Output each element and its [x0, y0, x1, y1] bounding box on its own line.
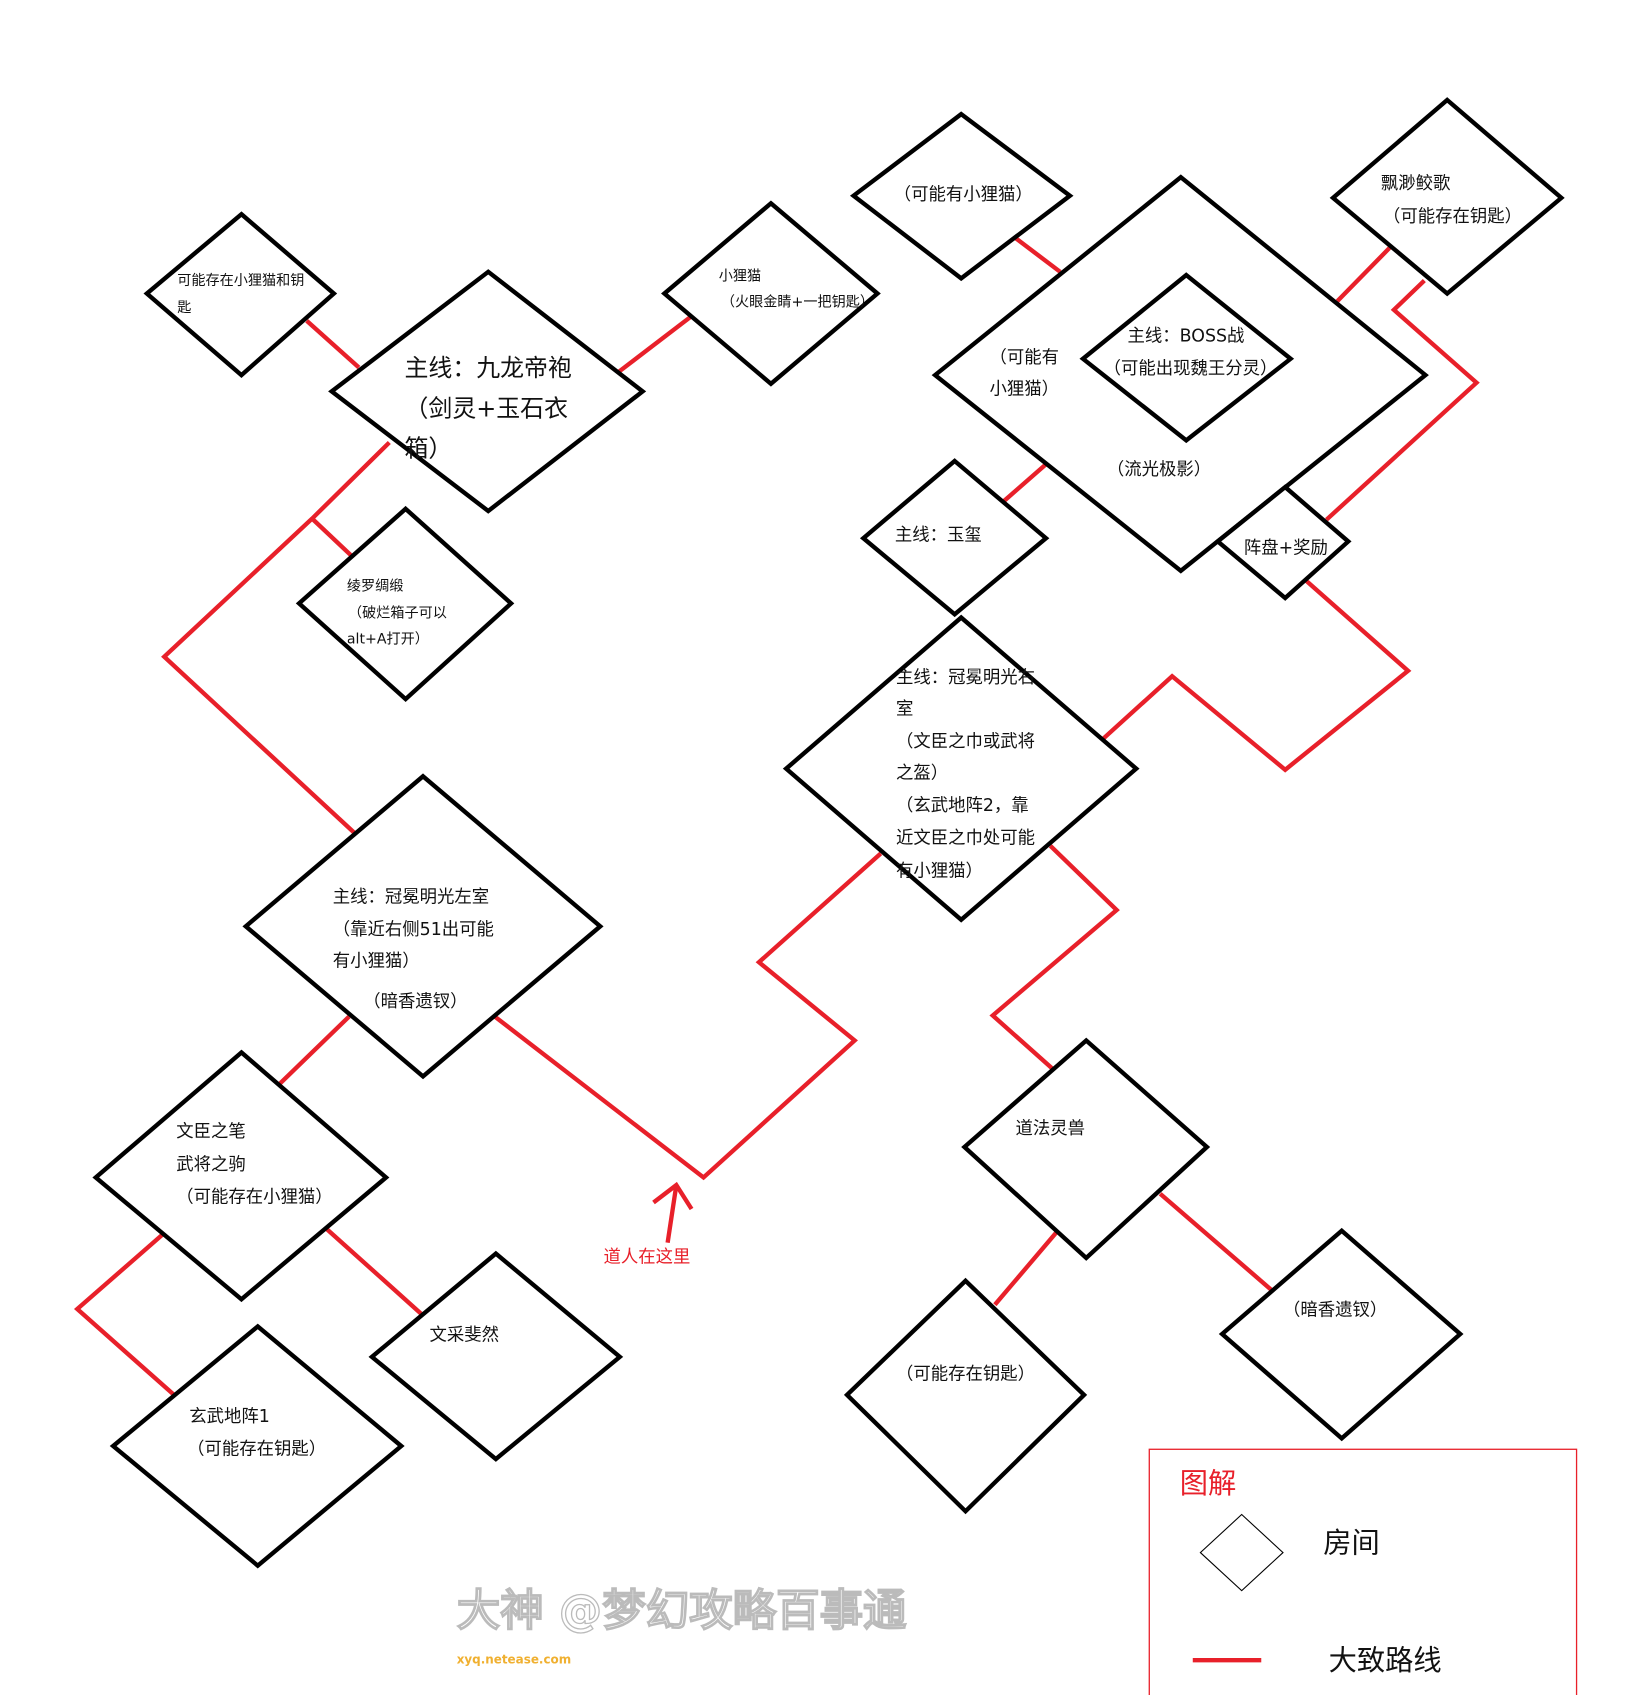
- room-label: （剑灵+玉石衣: [405, 394, 569, 422]
- room-label: （可能存在钥匙）: [896, 1365, 1035, 1385]
- room-diamond: [1214, 484, 1352, 601]
- room-diamond: [109, 1323, 405, 1569]
- room-label: （暗香遗钗）: [1283, 1301, 1387, 1321]
- room-diamond: [843, 1277, 1088, 1515]
- arrow-up-icon: [665, 1184, 679, 1244]
- legend: 图解 房间 大致路线: [1148, 1448, 1578, 1695]
- room-label: （可能有小狸猫）: [894, 185, 1033, 205]
- route-segment: [1158, 1192, 1274, 1293]
- room-label: 有小狸猫）: [333, 952, 420, 972]
- room-label: 文臣之笔: [176, 1122, 246, 1142]
- room-label: （可能存在钥匙）: [187, 1440, 326, 1460]
- room-label: （可能存在钥匙）: [1383, 207, 1522, 227]
- route-lines: [73, 236, 1480, 1397]
- room-diamond: [242, 773, 604, 1080]
- room-label: 玄武地阵1: [189, 1407, 270, 1427]
- room-diamond: [782, 614, 1140, 923]
- legend-box: [1148, 1448, 1578, 1695]
- room-label: 之盔）: [896, 763, 948, 783]
- room-label: （文臣之巾或武将: [896, 732, 1035, 752]
- room-diamond: [1218, 1227, 1464, 1442]
- route-segment: [305, 319, 361, 370]
- legend-title: 图解: [1180, 1467, 1237, 1500]
- watermark-text: 大神 @梦幻攻略百事通: [457, 1586, 907, 1636]
- route-segment: [1335, 246, 1392, 303]
- room-diamond: [859, 458, 1050, 618]
- player-location-marker: 道人在这里: [603, 1181, 694, 1267]
- room-label: alt+A打开）: [347, 631, 429, 648]
- room-label: （火眼金睛+一把钥匙）: [721, 295, 874, 311]
- watermark-site: xyq.netease.com: [457, 1652, 571, 1666]
- player-location-label: 道人在这里: [603, 1247, 690, 1267]
- room-label: 匙: [177, 300, 191, 316]
- room-label: 可能存在小狸猫和钥: [177, 273, 304, 289]
- route-segment: [276, 1015, 351, 1087]
- legend-room-label: 房间: [1323, 1527, 1380, 1560]
- room-label: 小狸猫）: [989, 380, 1059, 400]
- room-label: 主线：九龙帝袍: [405, 354, 572, 382]
- route-segment: [310, 517, 353, 558]
- route-segment: [1325, 278, 1480, 522]
- room-label: 近文臣之巾处可能: [896, 829, 1035, 849]
- room-diamond: [295, 505, 515, 703]
- room-label: 主线：BOSS战: [1128, 326, 1245, 346]
- room-label: （暗香遗钗）: [363, 992, 467, 1012]
- route-segment: [73, 1232, 176, 1397]
- room-label: 有小狸猫）: [896, 861, 983, 881]
- route-segment: [1001, 462, 1048, 504]
- room-diamond: [849, 111, 1074, 282]
- room-label: 小狸猫: [719, 269, 761, 285]
- room-label: 主线：冠冕明光左室: [333, 887, 489, 907]
- room-label: （流光极影）: [1107, 460, 1211, 480]
- route-segment: [161, 440, 391, 837]
- room-label: 道法灵兽: [1016, 1119, 1085, 1139]
- route-segment: [1014, 236, 1062, 274]
- room-label: （破烂箱子可以: [348, 606, 447, 622]
- legend-route-label: 大致路线: [1329, 1644, 1442, 1677]
- route-segment: [617, 313, 694, 374]
- room-label: 主线：冠冕明光右: [896, 668, 1035, 688]
- watermark: 大神 @梦幻攻略百事通 xyq.netease.com: [456, 1586, 908, 1667]
- room-diamond: [368, 1250, 624, 1462]
- room-label: （可能有: [989, 348, 1059, 368]
- room-labels: 可能存在小狸猫和钥 匙 主线：九龙帝袍 （剑灵+玉石衣 箱） 小狸猫 （火眼金睛…: [176, 174, 1522, 1460]
- room-label: 文采斐然: [430, 1326, 499, 1346]
- route-segment: [324, 1226, 424, 1317]
- room-label: 箱）: [405, 435, 453, 463]
- room-label: （玄武地阵2，靠: [896, 796, 1029, 816]
- room-diamond: [661, 200, 881, 387]
- rooms: [92, 97, 1565, 1569]
- route-segment: [993, 1230, 1059, 1307]
- route-segment: [493, 851, 883, 1181]
- route-segment: [989, 844, 1120, 1071]
- room-label: （可能存在小狸猫）: [176, 1187, 332, 1207]
- room-label: 飘渺鲛歌: [1381, 174, 1451, 194]
- room-label: （可能出现魏王分灵）: [1104, 359, 1278, 379]
- room-diamond: [961, 1037, 1211, 1261]
- room-label: 绫罗绸缎: [347, 578, 404, 594]
- room-label: 阵盘+奖励: [1244, 538, 1328, 558]
- room-label: （靠近右侧51出可能: [333, 920, 494, 940]
- room-diamond: [1079, 272, 1295, 444]
- arrow-head: [652, 1181, 694, 1211]
- room-diamond: [1329, 97, 1565, 297]
- room-diamond: [328, 269, 647, 514]
- room-label: 主线：玉玺: [895, 525, 982, 545]
- route-segment: [1101, 577, 1412, 773]
- room-diamond: [143, 211, 338, 378]
- room-label: 武将之驹: [176, 1155, 246, 1175]
- room-label: 室: [896, 699, 913, 719]
- legend-room-icon: [1199, 1513, 1284, 1592]
- room-diamond: [92, 1049, 390, 1303]
